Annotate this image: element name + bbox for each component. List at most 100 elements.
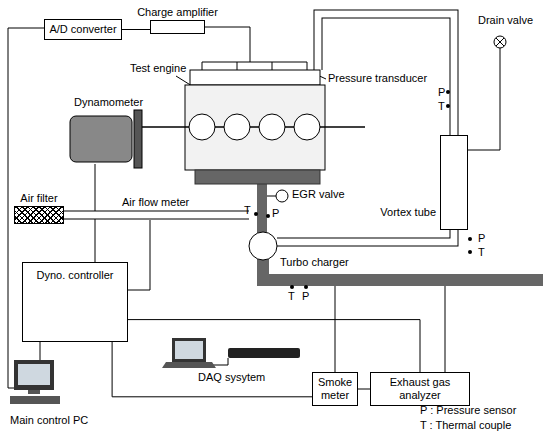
part-label: T	[244, 204, 251, 217]
label-slot: Dynamometer	[74, 96, 143, 109]
air-pipes	[64, 14, 454, 242]
cylinder	[294, 114, 320, 140]
crank-shaft	[140, 126, 365, 128]
exhaust-pipe	[257, 184, 267, 236]
cylinder	[259, 114, 285, 140]
converter-box: A/D converter	[44, 19, 122, 40]
sensor-dot	[446, 90, 450, 94]
intake-pipe	[64, 212, 249, 219]
label-slot: P	[478, 232, 485, 245]
part-label: Turbo charger	[280, 256, 349, 269]
daq-cable	[212, 358, 228, 365]
vortex-tube: Vortex tube	[440, 135, 468, 230]
laptop-screen	[172, 338, 206, 362]
air-pipe	[318, 14, 454, 135]
part-label: Drain valve	[478, 14, 533, 27]
node-text: Air filter	[20, 192, 57, 205]
drain-valve	[496, 38, 504, 46]
part-label: Pressure transducer	[328, 72, 427, 85]
signal-wires	[8, 27, 500, 388]
pc-monitor	[14, 360, 54, 390]
sample-line	[445, 286, 446, 372]
label-slot: P : Pressure sensor	[420, 404, 516, 417]
exhaust-manifold	[195, 170, 320, 184]
sensor-dot	[468, 237, 472, 241]
cylinder	[224, 114, 250, 140]
pc-keyboard	[10, 396, 60, 404]
controller-box: Dyno. controller	[22, 262, 128, 342]
node-text: Vortex tube	[380, 206, 436, 219]
label-slot: P	[302, 290, 309, 303]
label-slot: Turbo charger	[280, 256, 349, 269]
part-label: P	[302, 290, 309, 303]
drain-line	[468, 48, 500, 150]
sensor-dot	[254, 212, 258, 216]
part-label: Test engine	[130, 62, 186, 75]
part-label: T	[438, 100, 445, 113]
dynamometer-body	[70, 116, 132, 162]
pc-stand	[28, 390, 40, 394]
part-label: Main control PC	[10, 414, 88, 427]
laptop-base	[162, 362, 216, 368]
egr-link	[267, 196, 276, 197]
sensor-dots	[254, 90, 472, 289]
label-slot: T	[478, 246, 485, 259]
part-label: P	[272, 207, 279, 220]
laptop-screen	[175, 341, 203, 359]
label-slot: P	[438, 86, 445, 99]
signal-line	[112, 342, 312, 397]
label-slot: T	[244, 204, 251, 217]
legend-entry: T : Thermal couple	[420, 419, 511, 432]
part-label: P	[478, 232, 485, 245]
node-text: Charge amplifier	[137, 6, 218, 19]
node-text: Dyno. controller	[36, 269, 113, 282]
signal-wire	[205, 27, 250, 62]
part-label: DAQ sysytem	[198, 371, 265, 384]
node-text: Smoke meter	[316, 376, 354, 401]
sensor-dot	[468, 250, 472, 254]
label-slot: P	[272, 207, 279, 220]
label-slot: T	[438, 100, 445, 113]
daq-unit	[228, 348, 300, 358]
signal-line	[122, 29, 150, 30]
signal-wire	[128, 220, 150, 290]
pc-screen	[18, 364, 50, 385]
air-filter: Air filter	[14, 206, 64, 224]
egr-valve	[276, 190, 288, 202]
air-pipe	[318, 14, 454, 135]
sensor-dot	[304, 285, 308, 289]
label-slot: Drain valve	[478, 14, 533, 27]
meter-box: Smoke meter	[312, 372, 358, 406]
node-text: Exhaust gas analyzer	[374, 376, 466, 401]
intake-pipe	[64, 211, 249, 220]
part-label: Air flow meter	[122, 196, 189, 209]
sensor-dot	[266, 214, 270, 218]
node-text: A/D converter	[49, 23, 116, 36]
label-slot: Pressure transducer	[328, 72, 427, 85]
signal-wire	[40, 342, 41, 360]
turbo-charger	[249, 232, 277, 260]
drain-valve	[494, 36, 506, 48]
label-slot: Main control PC	[10, 414, 88, 427]
part-label: Dynamometer	[74, 96, 143, 109]
label-slot: Air flow meter	[122, 196, 189, 209]
label-slot: EGR valve	[292, 188, 345, 201]
cylinder	[189, 114, 215, 140]
air-pipe	[277, 230, 454, 242]
signal-line	[128, 320, 420, 372]
sample-line	[335, 286, 336, 372]
signal-line	[358, 389, 370, 390]
cylinders	[189, 114, 320, 140]
label-slot: DAQ sysytem	[198, 371, 265, 384]
intake-manifold	[190, 70, 320, 85]
label-slot: T	[288, 290, 295, 303]
sensor-dot	[290, 285, 294, 289]
flywheel	[134, 110, 142, 168]
air-pipe	[277, 230, 454, 242]
label-slot: Test engine	[130, 62, 186, 75]
part-label: EGR valve	[292, 188, 345, 201]
legend-entry: P : Pressure sensor	[420, 404, 516, 417]
analyzer-box: Exhaust gas analyzer	[370, 372, 470, 406]
